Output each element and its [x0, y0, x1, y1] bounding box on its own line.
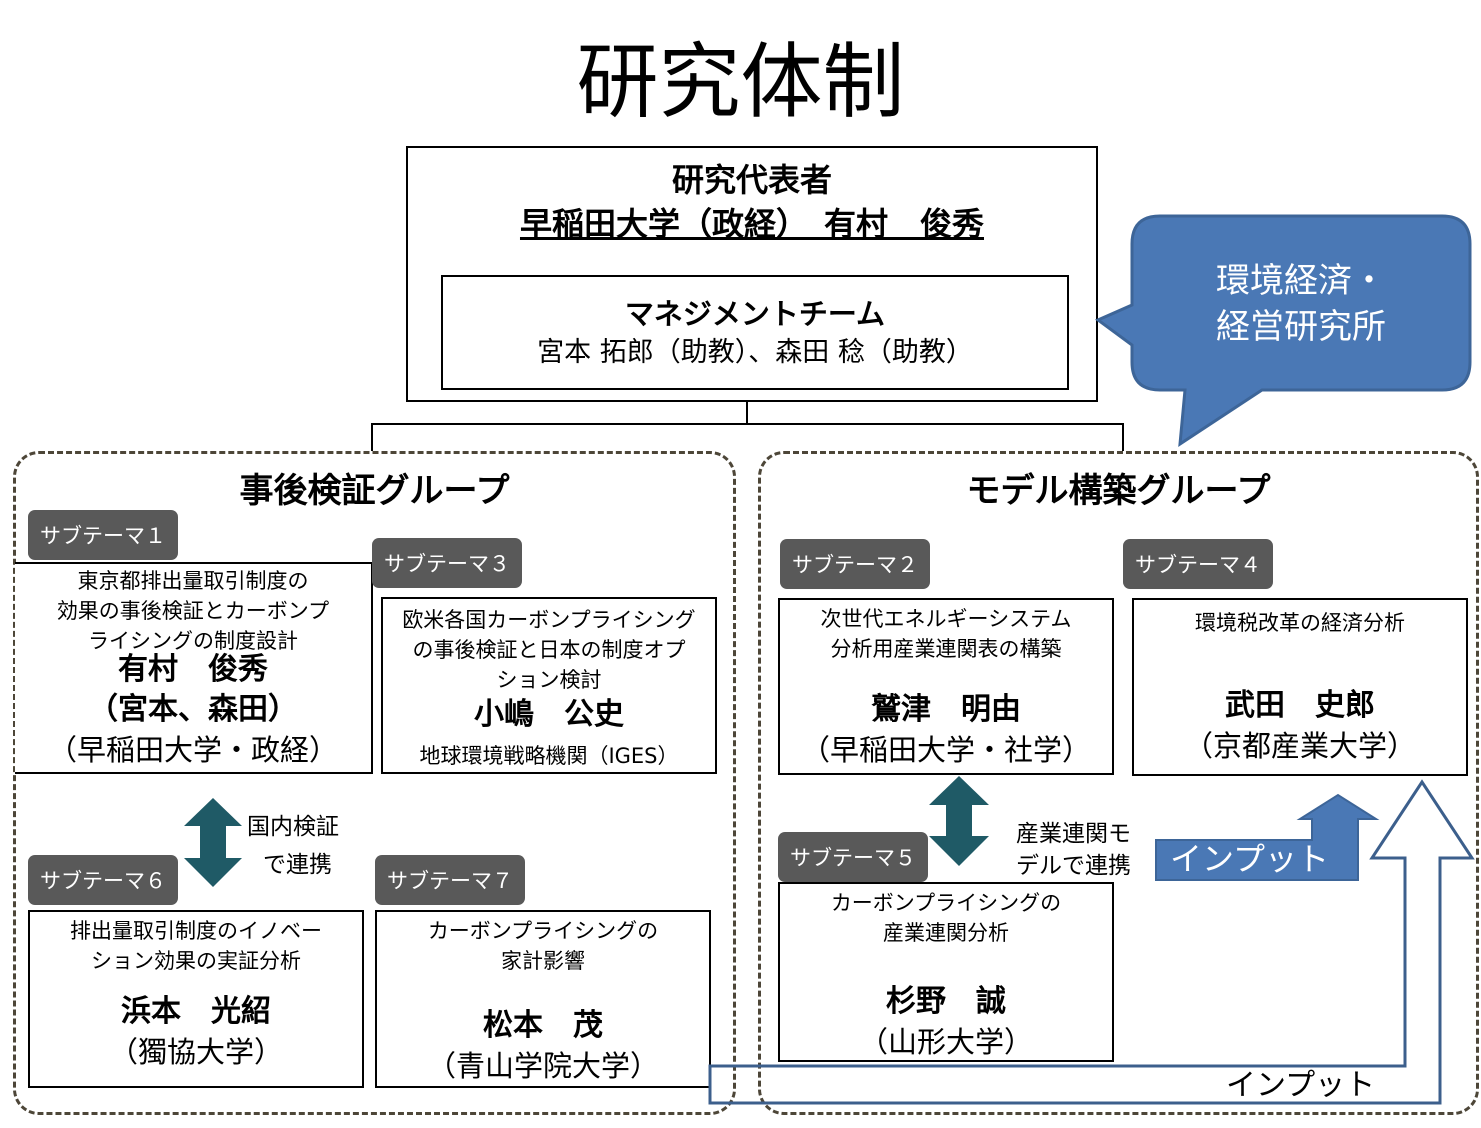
subtheme7-name: 松本 茂 [483, 1008, 603, 1043]
blue-input-label: インプット [1170, 840, 1330, 878]
subtheme6-desc-line: 排出量取引制度のイノベー [70, 919, 322, 943]
subtheme7-org: （青山学院大学） [426, 1049, 659, 1083]
subtheme4-name: 武田 史郎 [1225, 688, 1375, 723]
subtheme1-sub: （宮本、森田） [88, 692, 298, 727]
subtheme3-desc-line: の事後検証と日本の制度オプ [412, 638, 686, 662]
subtheme1-desc-line: ライシングの制度設計 [88, 629, 298, 653]
connector-right-drop [1122, 423, 1124, 451]
leader-box: 研究代表者 早稲田大学（政経） 有村 俊秀 マネジメントチーム 宮本 拓郎（助教… [406, 146, 1098, 402]
subtheme7-desc: カーボンプライシングの 家計影響 [377, 916, 709, 976]
subtheme5-tag: サブテーマ５ [778, 832, 928, 882]
subtheme3-name: 小嶋 公史 [474, 697, 624, 732]
subtheme1-desc-line: 効果の事後検証とカーボンプ [56, 599, 330, 623]
domestic-link-text: 国内検証 で連携 [247, 808, 367, 884]
subtheme5-desc: カーボンプライシングの 産業連関分析 [780, 888, 1112, 948]
subtheme7-tag: サブテーマ７ [375, 855, 525, 905]
subtheme7-box: カーボンプライシングの 家計影響 松本 茂 （青山学院大学） [375, 910, 711, 1088]
subtheme4-tag: サブテーマ４ [1123, 539, 1273, 589]
subtheme5-box: カーボンプライシングの 産業連関分析 杉野 誠 （山形大学） [778, 882, 1114, 1062]
subtheme3-desc-line: ション検討 [496, 668, 602, 692]
leader-name-wrap: 早稲田大学（政経） 有村 俊秀 [408, 202, 1096, 246]
management-box: マネジメントチーム 宮本 拓郎（助教）、森田 稔（助教） [441, 275, 1069, 390]
subtheme2-name: 鷲津 明由 [871, 692, 1021, 727]
outline-input-label: インプット [1226, 1068, 1376, 1103]
connector-vertical [746, 402, 748, 424]
subtheme6-org: （獨協大学） [108, 1035, 283, 1069]
subtheme1-name: 有村 俊秀 [118, 652, 268, 687]
subtheme7-desc-line: 家計影響 [501, 949, 585, 973]
subtheme4-org: （京都産業大学） [1183, 729, 1416, 763]
subtheme2-desc: 次世代エネルギーシステム 分析用産業連関表の構築 [780, 604, 1112, 664]
page-title: 研究体制 [576, 35, 905, 130]
subtheme2-org: （早稲田大学・社学） [800, 733, 1091, 767]
subtheme3-desc: 欧米各国カーボンプライシング の事後検証と日本の制度オプ ション検討 [383, 605, 715, 695]
subtheme1-box: 東京都排出量取引制度の 効果の事後検証とカーボンプ ライシングの制度設計 有村 … [15, 562, 373, 774]
subtheme4-desc: 環境税改革の経済分析 [1134, 608, 1466, 638]
subtheme2-desc-line: 次世代エネルギーシステム [820, 607, 1072, 631]
subtheme4-box: 環境税改革の経済分析 武田 史郎 （京都産業大学） [1132, 598, 1468, 776]
callout-text: 環境経済・ 経営研究所 [1140, 258, 1462, 350]
subtheme1-tag: サブテーマ１ [28, 510, 178, 560]
subtheme4-desc-line: 環境税改革の経済分析 [1195, 611, 1405, 635]
io-link-text: 産業連関モ デルで連携 [1016, 818, 1166, 882]
io-link-line: デルで連携 [1016, 853, 1131, 879]
left-group-container [13, 451, 736, 1115]
io-link-line: 産業連関モ [1016, 821, 1131, 847]
connector-left-drop [371, 423, 373, 451]
management-heading: マネジメントチーム [624, 297, 886, 331]
leader-heading: 研究代表者 [671, 161, 832, 199]
subtheme5-desc-line: 産業連関分析 [883, 921, 1009, 945]
subtheme1-desc-line: 東京都排出量取引制度の [77, 569, 309, 593]
right-group-container [758, 451, 1479, 1115]
subtheme2-box: 次世代エネルギーシステム 分析用産業連関表の構築 鷲津 明由 （早稲田大学・社学… [778, 598, 1114, 775]
subtheme2-desc-line: 分析用産業連関表の構築 [830, 637, 1062, 661]
subtheme5-desc-line: カーボンプライシングの [830, 891, 1062, 915]
subtheme3-tag: サブテーマ３ [372, 538, 522, 588]
teal-double-arrow-left [184, 798, 242, 887]
subtheme6-desc: 排出量取引制度のイノベー ション効果の実証分析 [30, 916, 362, 976]
subtheme6-name: 浜本 光紹 [121, 994, 271, 1029]
subtheme3-org: 地球環境戦略機関（IGES） [419, 744, 679, 768]
subtheme1-desc: 東京都排出量取引制度の 効果の事後検証とカーボンプ ライシングの制度設計 [15, 566, 371, 656]
callout-line1: 環境経済・ [1216, 261, 1386, 301]
blue-input-arrow [1155, 793, 1380, 881]
subtheme6-box: 排出量取引制度のイノベー ション効果の実証分析 浜本 光紹 （獨協大学） [28, 910, 364, 1088]
domestic-link-line: で連携 [263, 852, 332, 878]
leader-name: 早稲田大学（政経） 有村 俊秀 [519, 205, 984, 243]
connector-horizontal [371, 423, 1124, 425]
subtheme6-desc-line: ション効果の実証分析 [91, 949, 301, 973]
subtheme1-org: （早稲田大学・政経） [47, 733, 338, 767]
left-group-title: 事後検証グループ [239, 471, 510, 511]
subtheme2-tag: サブテーマ２ [780, 539, 930, 589]
right-group-title: モデル構築グループ [966, 471, 1271, 511]
subtheme3-box: 欧米各国カーボンプライシング の事後検証と日本の制度オプ ション検討 小嶋 公史… [381, 597, 717, 774]
subtheme7-desc-line: カーボンプライシングの [427, 919, 659, 943]
subtheme3-desc-line: 欧米各国カーボンプライシング [402, 608, 696, 632]
management-members: 宮本 拓郎（助教）、森田 稔（助教） [537, 337, 973, 368]
subtheme5-org: （山形大学） [858, 1025, 1033, 1059]
callout-line2: 経営研究所 [1216, 307, 1386, 347]
teal-double-arrow-right [929, 776, 989, 866]
domestic-link-line: 国内検証 [247, 814, 339, 840]
subtheme6-tag: サブテーマ６ [28, 855, 178, 905]
outline-input-arrow [708, 779, 1475, 1105]
subtheme5-name: 杉野 誠 [886, 984, 1006, 1019]
